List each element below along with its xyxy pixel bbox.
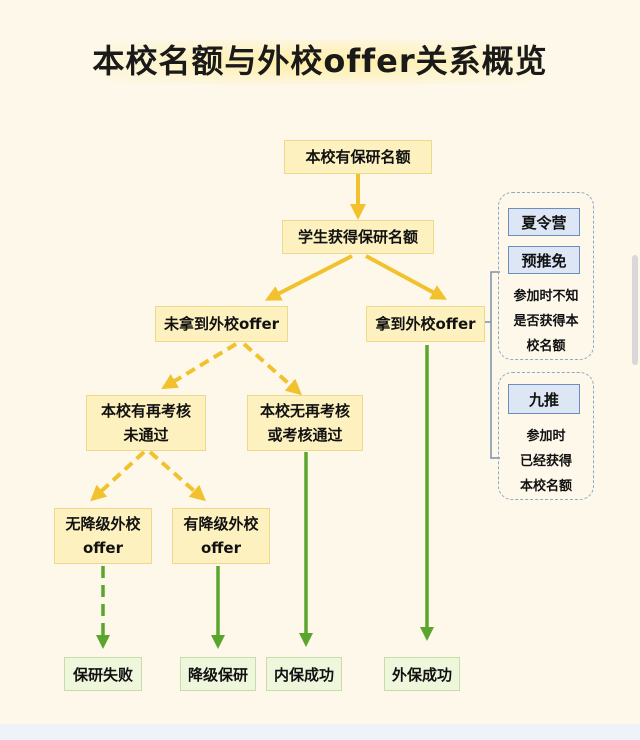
side-bracket [490, 271, 500, 459]
node-student-obtain-quota: 学生获得保研名额 [282, 220, 434, 254]
note-unknown-quota: 参加时不知 是否获得本 校名额 [513, 289, 579, 354]
node-downgrade-offer: 有降级外校 offer [172, 508, 270, 564]
node-school-quota: 本校有保研名额 [284, 140, 432, 174]
arrow-recheckfail-downgrade [148, 450, 207, 502]
outcome-external: 外保成功 [384, 657, 460, 691]
page-title: 本校名额与外校offer关系概览 [92, 42, 548, 80]
title-highlight [100, 40, 540, 84]
outcome-downgrade: 降级保研 [180, 657, 256, 691]
edge-scroll-strip [632, 255, 638, 365]
tag-september: 九推 [508, 384, 580, 414]
note-known-quota: 参加时 已经获得 本校名额 [519, 429, 572, 494]
outcome-internal: 内保成功 [266, 657, 342, 691]
node-no-downgrade-offer: 无降级外校 offer [54, 508, 152, 564]
arrow-recheckfail-nodowngrade [90, 450, 146, 502]
node-no-external-offer: 未拿到外校offer [155, 306, 288, 342]
tag-pre-admission: 预推免 [508, 246, 580, 274]
panel-summer-prerecommend [498, 192, 594, 360]
node-no-recheck-or-passed: 本校无再考核 或考核通过 [247, 395, 363, 451]
arrow-obtain-offer [365, 254, 448, 300]
arrow-nooffer-recheckfail [161, 342, 238, 390]
node-has-external-offer: 拿到外校offer [366, 306, 485, 342]
panel-september [498, 372, 594, 500]
node-recheck-failed: 本校有再考核 未通过 [86, 395, 206, 451]
tag-summer-camp: 夏令营 [508, 208, 580, 236]
arrow-obtain-nooffer [264, 254, 353, 301]
bottom-bar [0, 724, 640, 740]
arrow-nooffer-recheckpass [242, 342, 302, 396]
outcome-fail: 保研失败 [64, 657, 142, 691]
